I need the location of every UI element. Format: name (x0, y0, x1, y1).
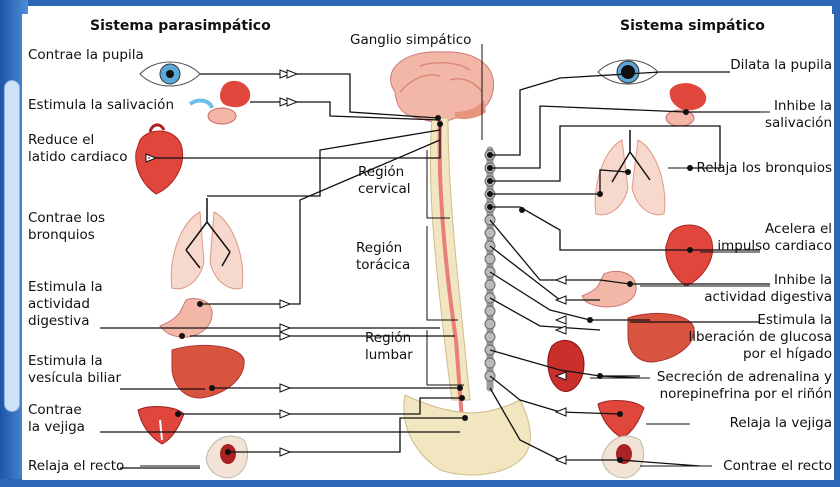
brain-icon (391, 52, 494, 124)
right-label-pupil: Dilata la pupila (730, 57, 832, 74)
lungs-icon-left (171, 198, 243, 289)
left-label-rectum: Relaja el recto (28, 458, 124, 475)
right-label-rectum: Contrae el recto (723, 458, 832, 475)
bladder-icon-right (598, 401, 644, 438)
left-label-pupil: Contrae la pupila (28, 47, 144, 64)
stomach-icon-right (582, 271, 636, 306)
salivary-gland-icon-left (190, 81, 250, 124)
left-label-salivation: Estimula la salivación (28, 97, 174, 114)
sympathetic-header: Sistema simpático (620, 18, 765, 35)
eye-icon-right (598, 60, 658, 84)
liver-icon-right (628, 313, 694, 362)
kidney-icon-right (548, 340, 584, 391)
right-label-bronchi: Relaja los bronquios (696, 160, 832, 177)
sympathetic-chain (485, 150, 495, 388)
pelvis-icon (404, 395, 531, 475)
right-label-bladder: Relaja la vejiga (730, 415, 832, 432)
rectum-icon-left (206, 436, 248, 478)
heart-icon-left (136, 125, 183, 194)
salivary-gland-icon-right (666, 83, 706, 126)
liver-icon-left (172, 345, 244, 398)
ganglion-label: Ganglio simpático (350, 32, 471, 49)
spine-icon (430, 118, 470, 420)
parasympathetic-header: Sistema parasimpático (90, 18, 271, 35)
rectum-icon-right (602, 436, 644, 478)
eye-icon-left (140, 62, 200, 86)
